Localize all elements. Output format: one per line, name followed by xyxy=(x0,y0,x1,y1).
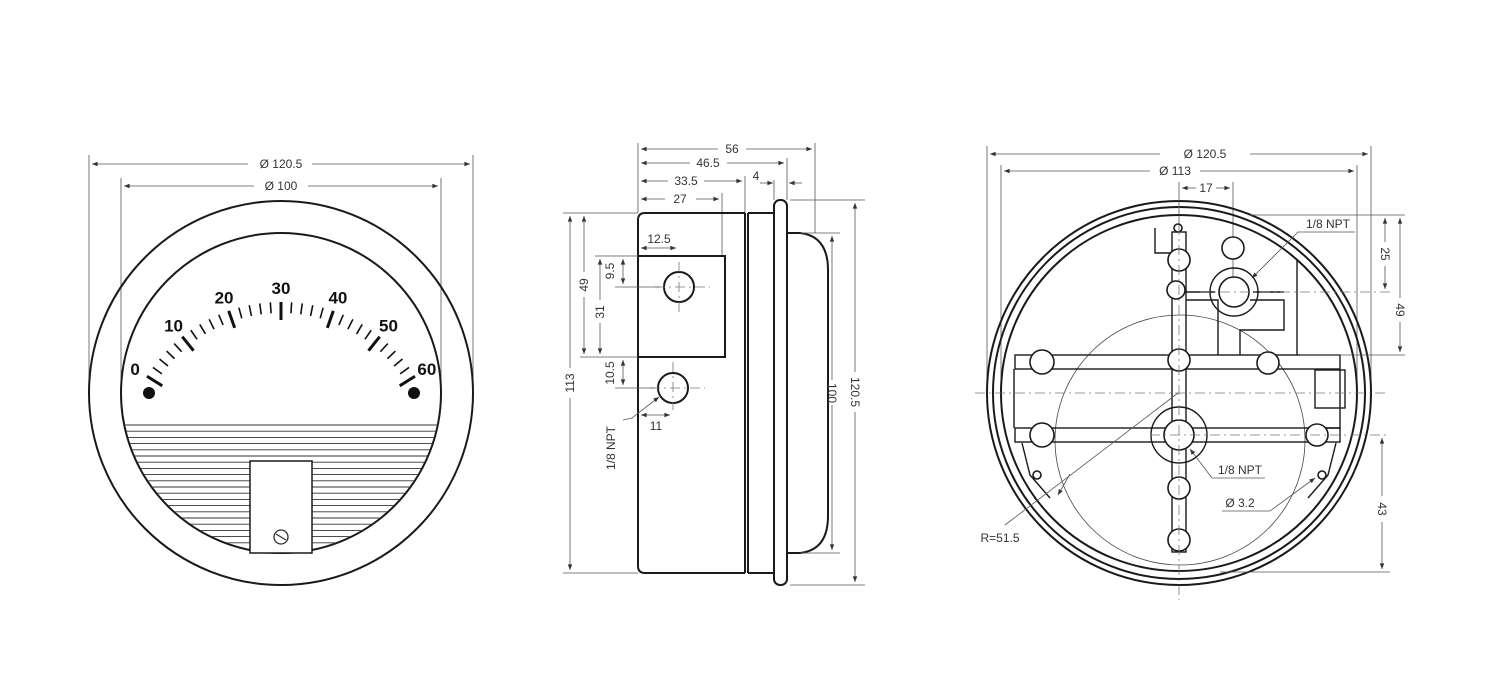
side-view: 56 46.5 33.5 4 27 113 49 xyxy=(563,142,865,586)
mounting-hole xyxy=(1029,422,1055,448)
mounting-hole xyxy=(1032,470,1042,480)
minor-tick xyxy=(338,314,344,326)
minor-tick xyxy=(158,358,169,367)
minor-tick xyxy=(399,366,410,375)
minor-tick xyxy=(152,366,163,375)
dim-49: 49 xyxy=(577,278,591,292)
minor-tick xyxy=(258,303,263,315)
port-label: 1/8 NPT xyxy=(604,425,618,470)
major-tick xyxy=(227,310,237,329)
dim-11: 11 xyxy=(650,419,663,433)
dim-4: 4 xyxy=(753,169,760,183)
dim-10-5: 10.5 xyxy=(603,361,617,385)
dim-56: 56 xyxy=(725,142,739,156)
dim-46-5: 46.5 xyxy=(696,156,720,170)
port-block xyxy=(637,255,726,358)
dim-27: 27 xyxy=(673,192,687,206)
minor-tick xyxy=(386,350,396,360)
back-dim-17: 17 xyxy=(1199,181,1213,195)
back-dim-25: 25 xyxy=(1378,247,1392,261)
dim-100: 100 xyxy=(825,383,839,403)
back-dim-43: 43 xyxy=(1375,502,1389,516)
mounting-hole xyxy=(1317,470,1327,480)
major-tick xyxy=(398,375,416,388)
mount-dot-right xyxy=(408,387,420,399)
front-dim-inner: Ø 100 xyxy=(265,179,298,193)
minor-tick xyxy=(299,303,304,315)
scale-label: 60 xyxy=(417,360,436,379)
minor-tick xyxy=(238,307,243,319)
mounting-hole xyxy=(1029,349,1055,375)
front-view: Ø 120.5 Ø 100 0 10 20 30 40 50 60 xyxy=(88,155,474,586)
minor-tick xyxy=(248,305,253,317)
minor-tick xyxy=(218,314,224,326)
mounting-hole xyxy=(1256,351,1280,375)
minor-tick xyxy=(347,318,354,330)
scale-label: 0 xyxy=(130,360,139,379)
front-dim-outer: Ø 120.5 xyxy=(260,157,303,171)
minor-tick xyxy=(309,305,314,317)
port-top-label: 1/8 NPT xyxy=(1306,217,1351,231)
scale-ticks xyxy=(146,302,416,388)
minor-tick xyxy=(379,343,389,353)
mount-dot-left xyxy=(143,387,155,399)
minor-tick xyxy=(269,302,272,314)
back-dim-49: 49 xyxy=(1393,303,1407,317)
major-tick xyxy=(181,335,195,352)
radius-label: R=51.5 xyxy=(980,531,1019,545)
scale-label: 20 xyxy=(215,289,234,308)
scale-label: 40 xyxy=(328,289,347,308)
minor-tick xyxy=(199,324,207,335)
lens-dome xyxy=(787,232,829,554)
mounting-hole xyxy=(1166,280,1186,300)
bezel-flange xyxy=(773,199,788,586)
back-ribs xyxy=(1013,228,1346,553)
major-tick xyxy=(367,335,381,352)
minor-tick xyxy=(393,358,404,367)
back-dim-113: Ø 113 xyxy=(1159,164,1191,178)
dim-31: 31 xyxy=(593,305,607,319)
minor-tick xyxy=(173,343,183,353)
minor-tick xyxy=(290,302,293,314)
minor-tick xyxy=(166,350,176,360)
minor-tick xyxy=(208,318,215,330)
port-center-label: 1/8 NPT xyxy=(1218,463,1263,477)
dim-9-5: 9.5 xyxy=(603,262,617,279)
bezel-outer xyxy=(88,200,474,586)
minor-tick xyxy=(190,329,198,340)
dim-33-5: 33.5 xyxy=(674,174,698,188)
diaphragm-outline xyxy=(1054,314,1306,566)
scale-label: 10 xyxy=(164,317,183,336)
minor-tick xyxy=(319,307,324,319)
minor-tick xyxy=(364,329,372,340)
back-dim-outer: Ø 120.5 xyxy=(1184,147,1227,161)
minor-tick xyxy=(355,324,363,335)
dim-120-5: 120.5 xyxy=(848,377,862,407)
zero-adjust-window xyxy=(249,460,313,554)
mounting-hole xyxy=(1173,223,1183,233)
major-tick xyxy=(325,310,335,329)
major-tick xyxy=(146,375,164,388)
dim-12-5: 12.5 xyxy=(647,232,671,246)
scale-labels: 0 10 20 30 40 50 60 xyxy=(130,279,436,379)
case-body xyxy=(637,212,745,574)
hole-label: Ø 3.2 xyxy=(1225,496,1255,510)
zero-adjust-screw-icon xyxy=(273,529,289,545)
scale-label: 30 xyxy=(272,279,291,298)
mounting-hole xyxy=(1221,236,1245,260)
back-view: Ø 120.5 Ø 113 17 xyxy=(975,146,1407,600)
scale-label: 50 xyxy=(379,317,398,336)
dim-113: 113 xyxy=(563,373,577,392)
